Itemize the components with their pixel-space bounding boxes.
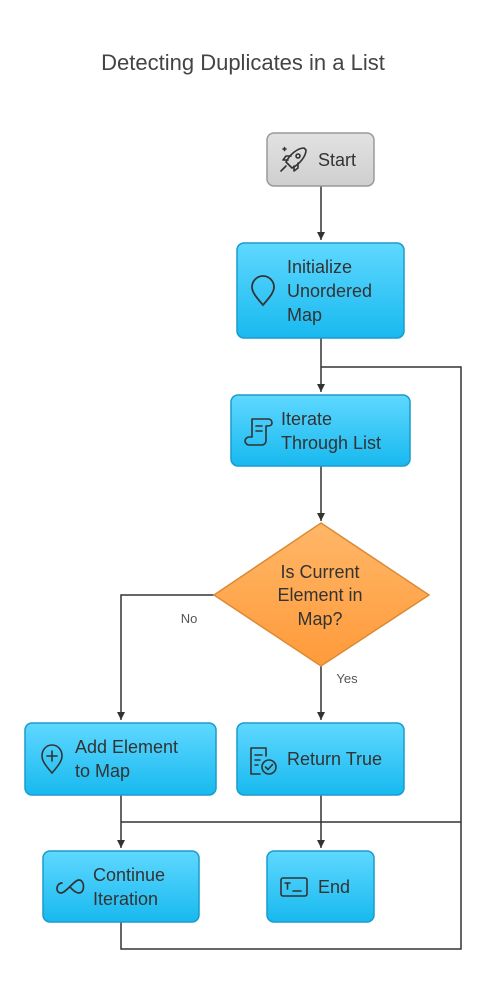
node-decision-line-1: Is Current xyxy=(280,562,359,582)
edge-decision-add xyxy=(117,594,214,720)
rocket-icon xyxy=(280,146,307,172)
edge-continue-loop xyxy=(120,366,462,950)
node-start[interactable]: Start xyxy=(266,132,375,187)
node-initialize-line-3: Map xyxy=(287,305,322,325)
node-return-label: Return True xyxy=(287,749,382,769)
node-return-true[interactable]: Return True xyxy=(236,722,405,796)
node-end[interactable]: End xyxy=(266,850,375,923)
node-continue-iteration[interactable]: Continue Iteration xyxy=(42,850,200,923)
add-location-icon xyxy=(41,744,63,775)
node-continue-line-2: Iteration xyxy=(93,889,158,909)
node-add-line-2: to Map xyxy=(75,761,130,781)
loop-icon xyxy=(56,879,85,894)
node-continue-line-1: Continue xyxy=(93,865,165,885)
node-decision[interactable]: Is Current Element in Map? xyxy=(212,522,431,667)
node-iterate-line-2: Through List xyxy=(281,433,381,453)
node-initialize-line-1: Initialize xyxy=(287,257,352,277)
node-end-label: End xyxy=(318,877,350,897)
node-iterate-list[interactable]: Iterate Through List xyxy=(230,394,411,467)
checklist-icon xyxy=(250,747,277,775)
node-initialize-map[interactable]: Initialize Unordered Map xyxy=(236,242,405,339)
terminal-icon xyxy=(280,877,308,897)
diagram-title: Detecting Duplicates in a List xyxy=(101,50,385,75)
node-add-element[interactable]: Add Element to Map xyxy=(24,722,217,796)
node-iterate-line-1: Iterate xyxy=(281,409,332,429)
node-initialize-line-2: Unordered xyxy=(287,281,372,301)
edge-label-no: No xyxy=(181,611,198,626)
node-decision-line-2: Element in xyxy=(277,585,362,605)
map-pin-icon xyxy=(251,275,275,307)
connectors xyxy=(117,186,462,950)
edge-label-yes: Yes xyxy=(336,671,358,686)
node-start-label: Start xyxy=(318,150,356,170)
node-decision-line-3: Map? xyxy=(297,609,342,629)
scroll-icon xyxy=(244,418,273,446)
node-add-line-1: Add Element xyxy=(75,737,178,757)
